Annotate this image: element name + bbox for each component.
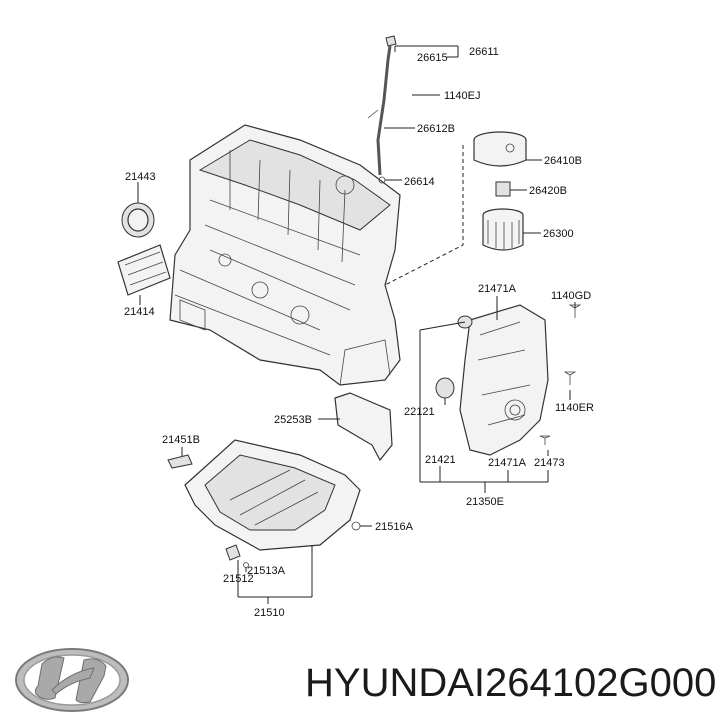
label-21513A: 21513A: [247, 565, 286, 577]
label-26614: 26614: [404, 176, 435, 188]
label-26615: 26615: [417, 52, 448, 64]
label-26611: 26611: [469, 46, 499, 58]
brand-part-number: 264102G000: [485, 661, 716, 705]
label-21512: 21512: [223, 573, 254, 585]
label-22121: 22121: [404, 406, 435, 418]
hyundai-logo-icon: [15, 648, 129, 712]
oil-filter-illustration: [482, 208, 524, 251]
label-21471A-bottom: 21471A: [488, 457, 527, 469]
label-21350E: 21350E: [466, 496, 504, 508]
oil-dipstick-illustration: [367, 35, 397, 184]
part-labels: 26611 26615 1140EJ 26612B 26614 26410B 2…: [124, 46, 594, 619]
engine-block-illustration: [169, 124, 401, 386]
brand-name: HYUNDAI: [305, 661, 485, 705]
oil-filter-bolt-illustration: [495, 181, 511, 197]
label-21516A: 21516A: [375, 521, 414, 533]
label-21414: 21414: [124, 306, 155, 318]
label-1140GD: 1140GD: [551, 290, 591, 302]
seal-retainer-illustration: [117, 244, 171, 296]
oil-cooler-illustration: [473, 131, 527, 167]
timing-chain-cover-illustration: [435, 304, 582, 456]
label-1140EJ: 1140EJ: [444, 90, 481, 102]
oil-pan-illustration: [167, 439, 361, 568]
label-21443: 21443: [125, 171, 156, 183]
leader-lines: [137, 45, 576, 604]
label-25253B: 25253B: [274, 414, 312, 426]
label-21451B: 21451B: [162, 434, 200, 446]
rear-oil-seal-illustration: [121, 202, 155, 238]
label-21510: 21510: [254, 607, 285, 619]
label-26420B: 26420B: [529, 185, 567, 197]
label-1140ER: 1140ER: [555, 402, 594, 414]
label-21421: 21421: [425, 454, 456, 466]
label-21473: 21473: [534, 457, 565, 469]
label-26612B: 26612B: [417, 123, 455, 135]
label-26300: 26300: [543, 228, 574, 240]
oil-baffle-illustration: [334, 392, 393, 462]
label-26410B: 26410B: [544, 155, 582, 167]
label-21471A-top: 21471A: [478, 283, 517, 295]
